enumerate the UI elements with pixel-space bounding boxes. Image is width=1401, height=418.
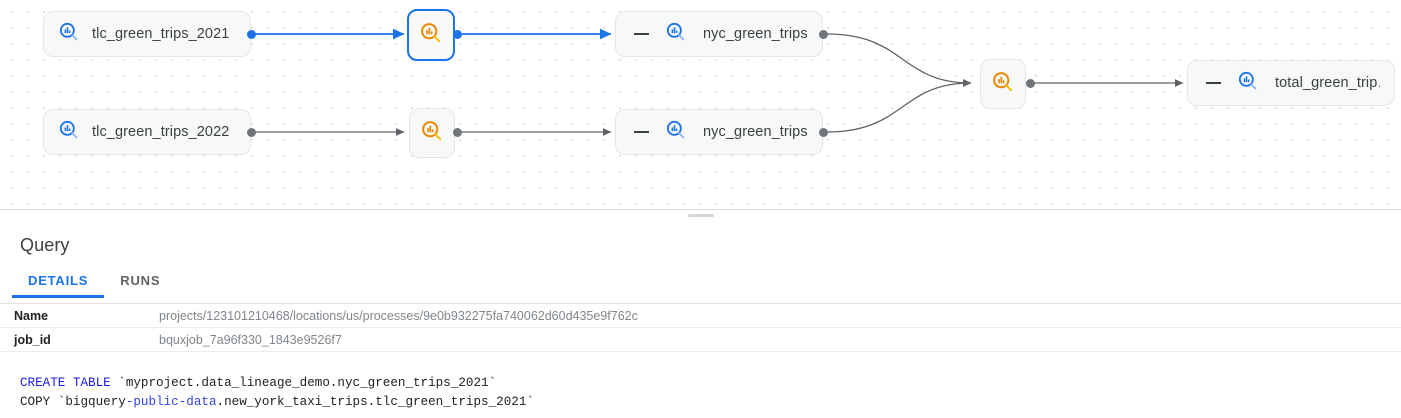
bigquery-table-icon — [665, 119, 687, 146]
tab-runs[interactable]: RUNS — [120, 273, 161, 288]
bigquery-table-icon — [1237, 70, 1259, 97]
graph-port-out-process-2[interactable] — [453, 128, 462, 137]
detail-value: bquxjob_7a96f330_1843e9526f7 — [159, 332, 342, 347]
collapse-toggle-icon[interactable] — [634, 33, 649, 35]
graph-node-process-3[interactable] — [980, 59, 1026, 109]
tab-details[interactable]: DETAILS — [12, 273, 105, 298]
graph-node-label: tlc_green_trips_2022 — [92, 124, 230, 140]
page-title: Query — [20, 235, 70, 255]
graph-port-out-tlc2022[interactable] — [247, 128, 256, 137]
bigquery-table-icon — [58, 21, 80, 48]
splitter-drag-handle[interactable] — [687, 214, 714, 218]
graph-port-out-process-1[interactable] — [453, 30, 462, 39]
graph-node-nyc-green-trips-1[interactable]: nyc_green_trips… — [615, 11, 823, 57]
collapse-toggle-icon[interactable] — [1206, 82, 1221, 84]
edge-nyc1-proc3 — [826, 33, 972, 87]
lineage-graph-canvas[interactable]: tlc_green_trips_2021 tlc_green_trips_202… — [0, 0, 1401, 209]
sql-line1-rest: `myproject.data_lineage_demo.nyc_green_t… — [110, 376, 497, 390]
graph-port-out-tlc2021[interactable] — [247, 30, 256, 39]
sql-line2-pre: COPY `bigquery — [20, 395, 126, 409]
detail-key: job_id — [14, 332, 51, 347]
graph-port-out-nyc2[interactable] — [819, 128, 828, 137]
graph-node-tlc-green-trips-2022[interactable]: tlc_green_trips_2022 — [43, 109, 251, 155]
collapse-toggle-icon[interactable] — [634, 131, 649, 133]
bigquery-process-icon — [420, 119, 444, 148]
detail-value: projects/123101210468/locations/us/proce… — [159, 308, 638, 323]
graph-node-label: nyc_green_trips… — [703, 124, 808, 140]
graph-node-nyc-green-trips-2[interactable]: nyc_green_trips… — [615, 109, 823, 155]
sql-line2-rest: .new_york_taxi_trips.tlc_green_trips_202… — [216, 395, 534, 409]
bigquery-table-icon — [58, 119, 80, 146]
bigquery-process-icon — [991, 70, 1015, 99]
graph-node-tlc-green-trips-2021[interactable]: tlc_green_trips_2021 — [43, 11, 251, 57]
detail-row-job-id: job_id bquxjob_7a96f330_1843e9526f7 — [0, 328, 1401, 352]
tab-bar: DETAILS RUNS — [0, 273, 1401, 304]
details-table: Name projects/123101210468/locations/us/… — [0, 304, 1401, 352]
edge-nyc2-proc3 — [826, 79, 972, 133]
graph-node-process-1[interactable] — [407, 9, 455, 61]
details-panel: Query DETAILS RUNS Name projects/1231012… — [0, 217, 1401, 418]
graph-port-out-nyc1[interactable] — [819, 30, 828, 39]
detail-key: Name — [14, 308, 49, 323]
detail-row-name: Name projects/123101210468/locations/us/… — [0, 304, 1401, 328]
graph-node-process-2[interactable] — [409, 108, 455, 158]
sql-keyword-public-data: -public-data — [125, 395, 217, 409]
sql-keyword-create-table: CREATE TABLE — [20, 376, 111, 390]
graph-port-out-process-3[interactable] — [1026, 79, 1035, 88]
graph-node-label: total_green_trip… — [1275, 75, 1380, 91]
bigquery-process-icon — [419, 21, 443, 50]
panel-splitter[interactable] — [0, 209, 1401, 218]
graph-node-label: nyc_green_trips… — [703, 26, 808, 42]
bigquery-table-icon — [665, 21, 687, 48]
sql-query-block[interactable]: CREATE TABLE `myproject.data_lineage_dem… — [0, 374, 1401, 412]
graph-node-label: tlc_green_trips_2021 — [92, 26, 230, 42]
graph-node-total-green-trips[interactable]: total_green_trip… — [1187, 60, 1395, 106]
